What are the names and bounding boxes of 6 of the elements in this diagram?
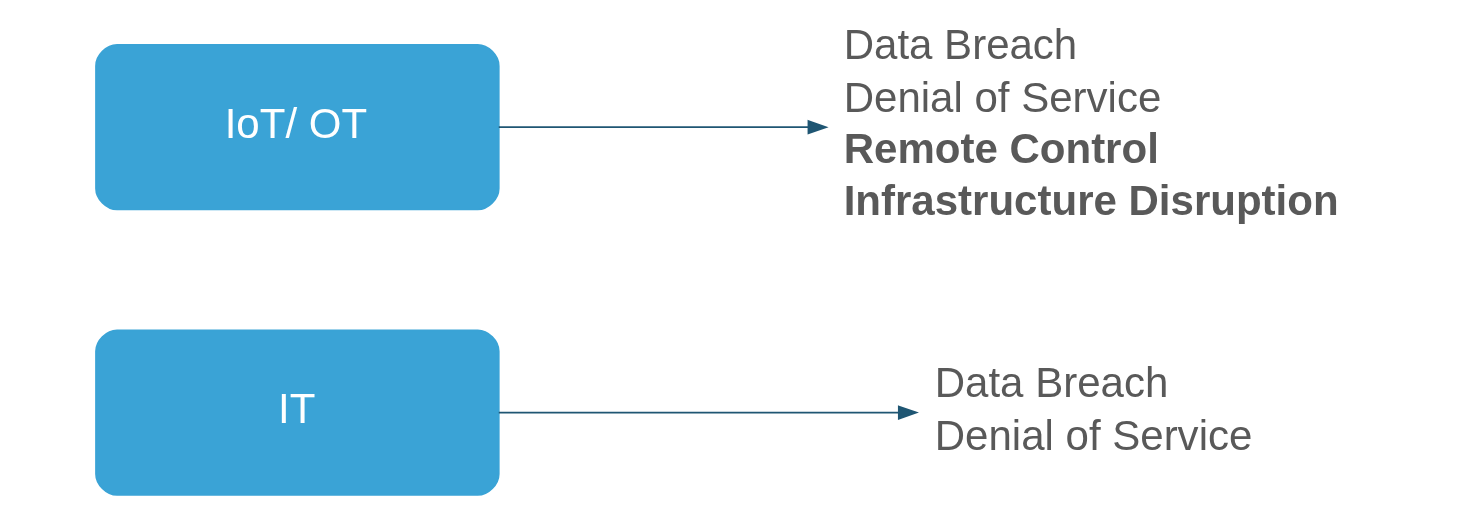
node-text: Data Breach Denial of Service Remote Control Infrastructure Disruption (843, 21, 1339, 225)
arrow (497, 405, 919, 420)
arrow (497, 119, 829, 135)
node-text: Data Breach Denial of Service (934, 359, 1253, 459)
node-box: IT (95, 329, 500, 496)
node-box: IoT/ OT (95, 44, 500, 211)
